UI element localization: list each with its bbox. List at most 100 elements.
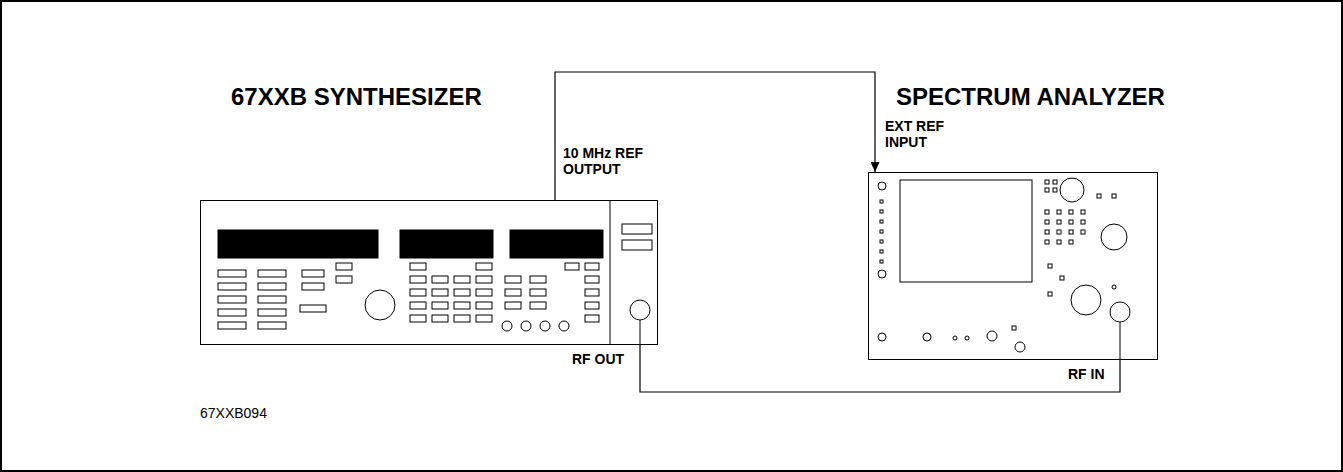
port-label: RF OUT [572,351,624,367]
button [880,240,883,243]
button [454,302,470,309]
jack [502,321,512,331]
button [454,289,470,296]
button [1069,240,1073,244]
button [302,270,324,277]
button [410,315,426,322]
button [1045,230,1049,234]
button [1112,194,1116,198]
button [530,302,546,309]
button [476,263,492,270]
button [432,302,448,309]
button [1097,194,1101,198]
display [400,230,493,258]
button [505,276,521,283]
button [258,283,286,290]
button [530,276,546,283]
button [410,263,426,270]
button [476,289,492,296]
button [218,322,246,329]
display [218,230,378,258]
button [1012,326,1016,330]
device-title: SPECTRUM ANALYZER [896,83,1165,111]
knob [1060,178,1084,202]
button [1045,210,1049,214]
button [880,200,883,203]
button [1069,230,1073,234]
jack [540,321,550,331]
cable-stub [640,320,641,345]
button [1053,180,1057,184]
device-title: 67XXB SYNTHESIZER [231,83,482,111]
button [300,305,326,312]
button [410,276,426,283]
synthesizer-box: 67XXB SYNTHESIZER [200,200,658,345]
button [258,309,286,316]
button [880,220,883,223]
button [1045,220,1049,224]
button [218,309,246,316]
knob [1101,224,1127,250]
button [336,263,352,270]
cable [555,72,875,200]
button [1057,210,1061,214]
button [585,315,599,322]
button [258,322,286,329]
button [1057,220,1061,224]
analyzer-panel [878,178,1130,360]
button [880,210,883,213]
button [505,289,521,296]
jack [521,321,531,331]
jack [923,333,931,341]
jack [878,182,886,190]
button [432,289,448,296]
button [530,289,546,296]
button [585,276,599,283]
button [410,302,426,309]
button [1048,292,1052,296]
button [1081,210,1085,214]
button [258,296,286,303]
panel-divider [610,200,611,345]
button [1069,220,1073,224]
button [476,302,492,309]
button [880,250,883,253]
button [565,263,579,270]
screen [900,180,1032,282]
figure-number: 67XXB094 [200,405,267,421]
button [1045,188,1049,192]
button [1057,240,1061,244]
button [1048,264,1052,268]
button [258,270,286,277]
button [302,283,324,290]
port-label: RF IN [1068,366,1105,382]
display [510,230,603,258]
button [585,302,599,309]
button [1081,220,1085,224]
port-label: 10 MHz REF OUTPUT [563,145,661,177]
button [454,276,470,283]
button [1069,210,1073,214]
jack [878,333,886,341]
jack [878,270,886,278]
port-label: EXT REF INPUT [885,118,962,150]
button [622,240,652,250]
jack [1015,342,1025,352]
button [218,296,246,303]
cable [640,345,1120,392]
button [1045,180,1049,184]
jack [965,336,969,340]
knob [1071,285,1101,315]
rf-connector [630,300,650,320]
cable-stub [1120,322,1121,360]
button [585,263,599,270]
button [218,270,246,277]
button [476,315,492,322]
button [880,260,883,263]
button [622,224,652,234]
jack [953,336,957,340]
jack [559,321,569,331]
button [1060,276,1064,280]
